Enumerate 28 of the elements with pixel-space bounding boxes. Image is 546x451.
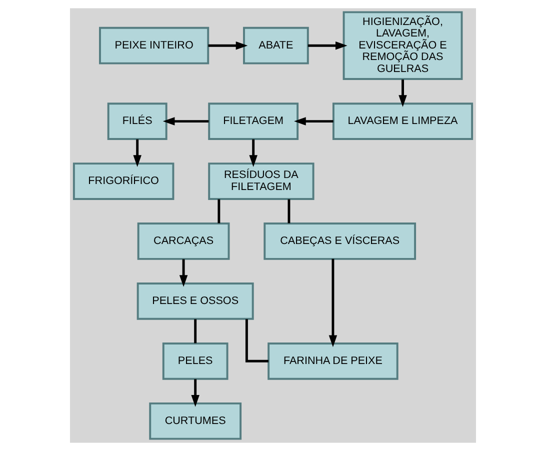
arrow <box>328 258 338 348</box>
node-box: PEIXE INTEIRO <box>99 26 210 64</box>
node-box: CARCAÇAS <box>137 222 230 260</box>
connector <box>218 199 220 224</box>
node-box: PELES E OSSOS <box>136 282 254 320</box>
node-box: CABEÇAS E VÍSCERAS <box>264 222 416 260</box>
arrow <box>294 117 334 126</box>
node-box: FRIGORÍFICO <box>72 162 174 200</box>
node-box: CURTUMES <box>149 402 242 440</box>
arrow <box>162 117 209 126</box>
node-box: PELES <box>162 342 228 380</box>
arrow <box>133 139 142 168</box>
node-box: FILETAGEM <box>208 102 299 140</box>
node-box: FILÉS <box>107 102 168 140</box>
arrow <box>398 79 407 107</box>
node-box: FARINHA DE PEIXE <box>268 342 398 380</box>
node-box: LAVAGEM E LIMPEZA <box>332 102 474 140</box>
connector <box>245 319 268 362</box>
node-box: RESÍDUOS DA FILETAGEM <box>208 162 314 200</box>
node-box: HIGIENIZAÇÃO, LAVAGEM, EVISCERAÇÃO E REMOÇÃO DAS GUELRAS <box>342 11 463 80</box>
arrow <box>179 259 188 287</box>
arrow <box>191 379 200 407</box>
connector <box>288 199 290 224</box>
node-box: ABATE <box>243 26 309 64</box>
connector <box>194 319 197 344</box>
arrow <box>208 41 248 50</box>
arrow <box>308 41 348 50</box>
arrow <box>249 139 258 168</box>
